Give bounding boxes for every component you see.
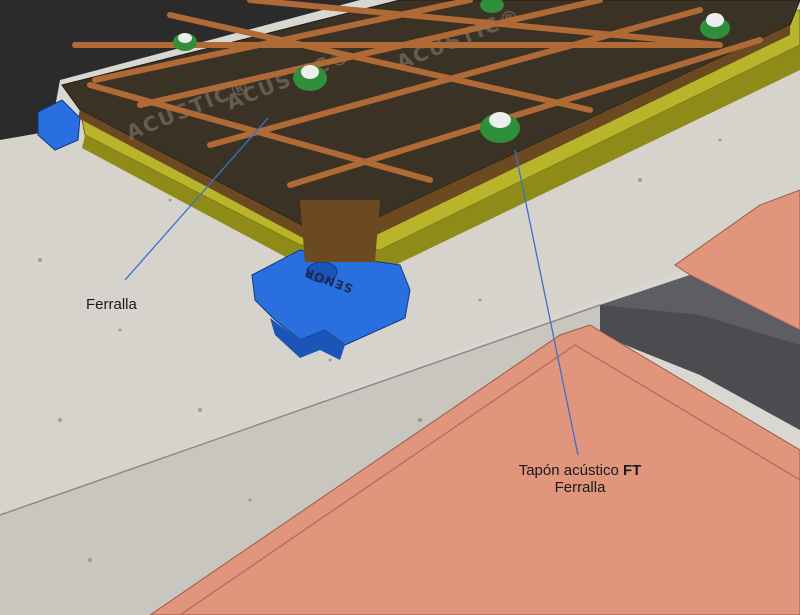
spacer-left [37, 99, 81, 151]
concrete-texture [38, 138, 722, 562]
rebar-grid [72, 0, 763, 188]
plug-icon [480, 112, 520, 143]
spacer-senor: SENOR [251, 200, 411, 360]
ceramic-tile-lower [149, 324, 800, 615]
plug-icon [173, 33, 197, 51]
plug-icon [293, 65, 327, 91]
label-ferralla: Ferralla [86, 296, 137, 313]
label-tapon-acustico: Tapón acústico FT Ferralla [500, 462, 660, 496]
concrete-slab-face [0, 305, 600, 615]
background-dark [0, 0, 360, 140]
plug-icon [480, 0, 504, 13]
acoustic-plugs [173, 0, 730, 143]
label-tapon-line2: Ferralla [554, 479, 606, 496]
plug-icon [700, 13, 730, 39]
callout-line-left [124, 117, 269, 281]
callout-line-right [514, 149, 579, 456]
label-tapon-text: Tapón acústico [518, 462, 623, 479]
ceramic-tile-upper [674, 189, 800, 331]
label-tapon-bold: FT [622, 462, 642, 479]
